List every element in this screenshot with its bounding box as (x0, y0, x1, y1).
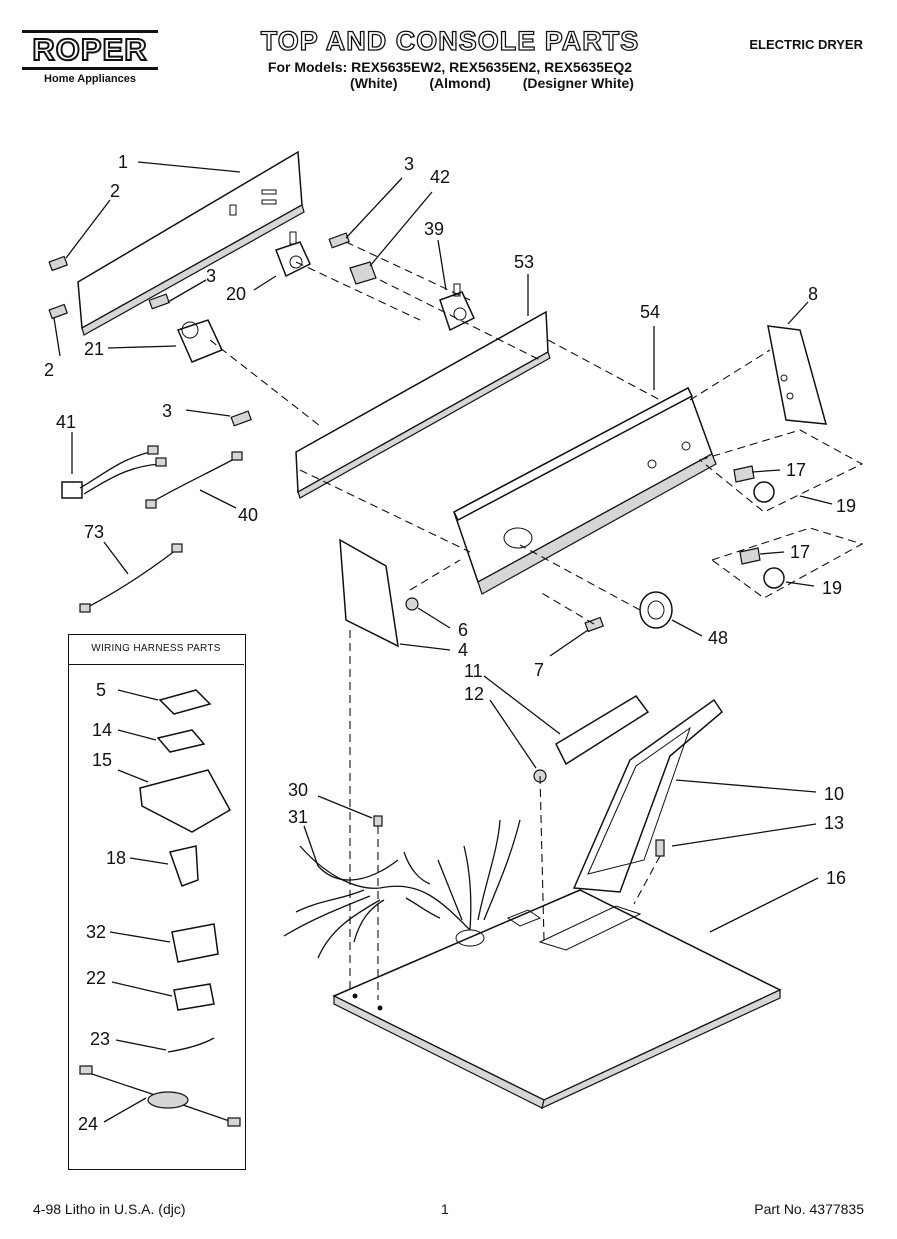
variant-designer-white: (Designer White) (522, 75, 634, 91)
part-42-clip (349, 261, 377, 285)
part-3-screw-a (148, 293, 170, 310)
part-20-switch (275, 231, 311, 278)
part-30-clip (373, 815, 383, 827)
callout-19: 19 (822, 578, 842, 598)
part-2-screw-bottom (48, 303, 68, 320)
callout-16: 16 (826, 868, 846, 888)
leader-lines (53, 161, 833, 1123)
callout-24: 24 (78, 1114, 98, 1134)
part-17-clip-b (739, 547, 761, 565)
callout-6: 6 (458, 620, 468, 640)
callout-3: 3 (206, 266, 216, 286)
part-17-clip-a (733, 465, 755, 483)
variant-white: (White) (350, 75, 398, 91)
part-31-wire-harness (283, 819, 521, 959)
part-13-screw (655, 839, 665, 857)
callout-20: 20 (226, 284, 246, 304)
callout-48: 48 (708, 628, 728, 648)
assembly-lines (209, 241, 771, 1000)
page-title: TOP AND CONSOLE PARTS (260, 25, 640, 56)
callout-11: 11 (464, 661, 483, 681)
part-54-console (453, 386, 717, 595)
part-39-switch (439, 283, 475, 332)
callout-3: 3 (162, 401, 172, 421)
callout-17: 17 (786, 460, 806, 480)
callout-31: 31 (288, 807, 308, 827)
callout-12: 12 (464, 684, 484, 704)
wiring-harness-box (68, 634, 246, 1170)
callout-30: 30 (288, 780, 308, 800)
callout-54: 54 (640, 302, 660, 322)
part-10-filter-housing (572, 698, 723, 893)
part-3-screw-b (328, 232, 350, 249)
callout-53: 53 (514, 252, 534, 272)
part-15-terminal-block (139, 769, 232, 833)
callout-10: 10 (824, 784, 844, 804)
part-8-endcap (767, 325, 828, 425)
callout-39: 39 (424, 219, 444, 239)
part-6-screw (405, 597, 419, 611)
callout-5: 5 (96, 680, 106, 700)
callout-32: 32 (86, 922, 106, 942)
part-53-bracket (295, 310, 551, 499)
document-type: ELECTRIC DRYER (749, 37, 863, 52)
callout-3: 3 (404, 154, 414, 174)
brand-name: ROPER (22, 30, 158, 70)
part-41-wire (61, 445, 167, 499)
model-variants: (White) (Almond) (Designer White) (230, 75, 670, 91)
knob-group-box-a (698, 429, 864, 513)
callout-13: 13 (824, 813, 844, 833)
knob-group-box-b (710, 527, 864, 599)
part-1-bracket (77, 150, 305, 336)
callout-73: 73 (84, 522, 104, 542)
callout-22: 22 (86, 968, 106, 988)
page-number: 1 (441, 1201, 449, 1217)
part-3-screw-c (230, 410, 252, 427)
part-7-screw (584, 616, 604, 633)
callout-21: 21 (84, 339, 104, 359)
part-number: Part No. 4377835 (754, 1201, 864, 1217)
callout-41: 41 (56, 412, 76, 432)
callout-2: 2 (110, 181, 120, 201)
part-18-clip (169, 845, 199, 887)
part-5-connector (158, 689, 212, 715)
brand-logo: ROPER Home Appliances (22, 30, 158, 85)
part-4-panel (339, 538, 399, 648)
callout-2: 2 (44, 360, 54, 380)
callout-19: 19 (836, 496, 856, 516)
models-line: For Models: REX5635EW2, REX5635EN2, REX5… (267, 59, 633, 75)
part-73-wire (79, 543, 183, 613)
part-14-connector (156, 729, 206, 753)
part-24-power-cord (79, 1065, 241, 1127)
part-19-knob-b (763, 567, 785, 589)
part-22-connector (173, 983, 215, 1011)
callout-15: 15 (92, 750, 112, 770)
brand-subtitle: Home Appliances (44, 73, 136, 85)
part-23-terminal (167, 1037, 215, 1053)
callout-17: 17 (790, 542, 810, 562)
callout-labels: 1 2 2 3 3 3 3 42 39 20 53 8 54 21 41 17 … (44, 152, 856, 1134)
footer-print-info: 4-98 Litho in U.S.A. (djc) (33, 1201, 186, 1217)
part-11-lint-screen (555, 695, 650, 766)
part-21-timer (176, 319, 224, 363)
part-16-top-panel (332, 889, 782, 1110)
callout-14: 14 (92, 720, 112, 740)
callout-4: 4 (458, 640, 468, 660)
callout-18: 18 (106, 848, 126, 868)
part-19-knob-a (753, 481, 775, 503)
wiring-harness-title: WIRING HARNESS PARTS (68, 634, 244, 665)
callout-8: 8 (808, 284, 818, 304)
part-2-screw-top (48, 255, 68, 272)
callout-23: 23 (90, 1029, 110, 1049)
part-32-connector (171, 923, 219, 963)
part-48-knob (639, 591, 673, 629)
callout-1: 1 (118, 152, 128, 172)
part-40-wire (145, 451, 243, 509)
callout-7: 7 (534, 660, 544, 680)
callout-42: 42 (430, 167, 450, 187)
page-header: TOP AND CONSOLE PARTS For Models: REX563… (230, 25, 670, 91)
callout-40: 40 (238, 505, 258, 525)
variant-almond: (Almond) (429, 75, 491, 91)
